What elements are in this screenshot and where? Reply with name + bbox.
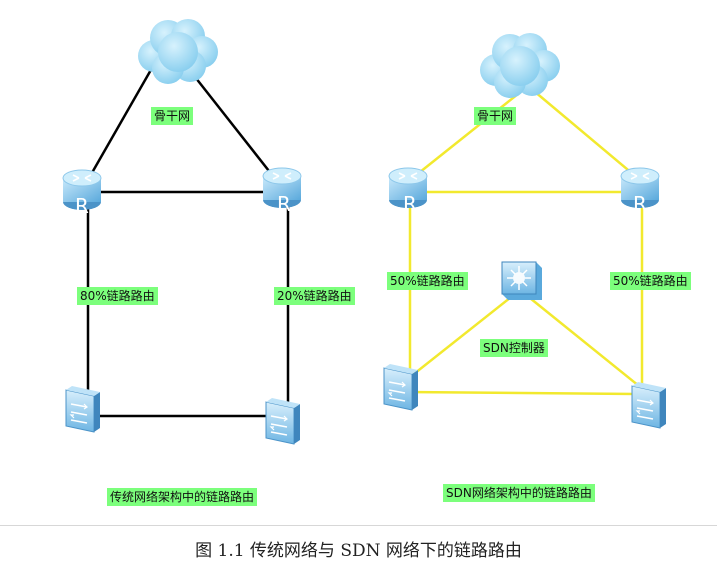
right-cloud-label: 骨干网 <box>474 107 517 125</box>
right-links <box>399 85 645 396</box>
left-cloud-label: 骨干网 <box>151 107 194 125</box>
sdn-controller-label: SDN控制器 <box>480 339 548 357</box>
figure-caption: 图 1.1 传统网络与 SDN 网络下的链路路由 <box>195 541 522 561</box>
right-link-label-right: 50%链路路由 <box>610 272 691 290</box>
link-cloud-router-right <box>527 85 641 181</box>
link-controller-switch-left <box>399 289 521 386</box>
router-letter: R <box>633 192 647 216</box>
switch-icon <box>631 381 667 429</box>
switch-icon <box>383 363 419 411</box>
link-controller-switch-right <box>519 289 645 391</box>
switch-icon <box>265 397 301 445</box>
left-diagram-caption: 传统网络架构中的链路路由 <box>107 488 258 506</box>
right-diagram-caption: SDN网络架构中的链路路由 <box>443 484 595 502</box>
link-switch-switch <box>404 390 643 396</box>
link-cloud-router-left <box>409 85 529 181</box>
router-letter: R <box>75 194 89 218</box>
divider <box>0 525 717 526</box>
left-links <box>78 67 290 418</box>
router-letter: R <box>403 192 417 216</box>
left-link-label-80: 80%链路路由 <box>77 287 158 305</box>
backbone-cloud-icon <box>480 33 560 98</box>
left-link-label-20: 20%链路路由 <box>274 287 355 305</box>
switch-icon <box>65 385 101 433</box>
right-link-label-left: 50%链路路由 <box>387 272 468 290</box>
link-cloud-router-left <box>83 67 154 186</box>
link-cloud-router-right <box>187 67 281 186</box>
backbone-cloud-icon <box>138 19 218 84</box>
router-letter: R <box>277 192 291 216</box>
sdn-controller-icon <box>501 261 542 300</box>
